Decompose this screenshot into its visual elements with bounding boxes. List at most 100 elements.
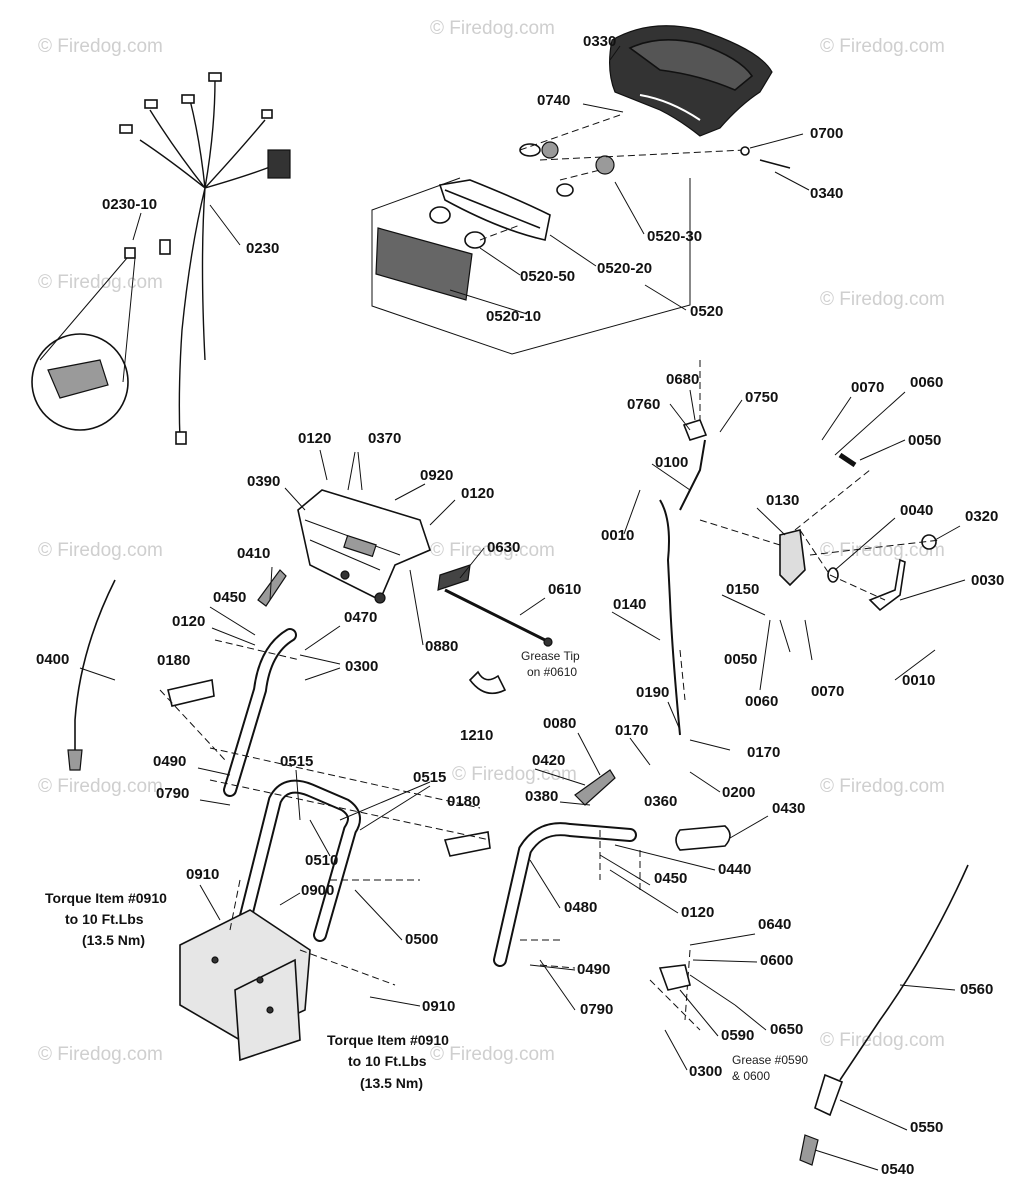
part-label: 0170 bbox=[747, 744, 780, 761]
grease-0590-note-line1: Grease #0590 bbox=[732, 1053, 808, 1067]
fuse-detail-0230-10 bbox=[31, 247, 136, 431]
part-label: 0430 bbox=[772, 800, 805, 817]
exploded-lines-headlight bbox=[479, 114, 746, 241]
spring-0650 bbox=[689, 974, 736, 1006]
torque-bottom-line3: (13.5 Nm) bbox=[360, 1075, 423, 1091]
part-label: 0440 bbox=[718, 861, 751, 878]
part-label: 0010 bbox=[902, 672, 935, 689]
part-label: 0400 bbox=[36, 651, 69, 668]
part-label: 0550 bbox=[910, 1119, 943, 1136]
screw-0340 bbox=[759, 159, 791, 169]
part-label: 0630 bbox=[487, 539, 520, 556]
cable-spring-0400 bbox=[67, 749, 83, 771]
watermark-layer: © Firedog.com © Firedog.com © Firedog.com ©… bbox=[38, 18, 945, 1065]
part-label: 0450 bbox=[654, 870, 687, 887]
part-label: 0560 bbox=[960, 981, 993, 998]
part-label: 0120 bbox=[461, 485, 494, 502]
washer-0040 bbox=[827, 567, 839, 583]
watermark-text: © Firedog.com bbox=[430, 540, 555, 561]
lower-handle-0500 bbox=[238, 779, 361, 942]
knob-0320 bbox=[921, 534, 937, 550]
torque-left-line1: Torque Item #0910 bbox=[45, 890, 167, 906]
part-label: 0360 bbox=[644, 793, 677, 810]
part-label: 0120 bbox=[298, 430, 331, 447]
watermark-text: © Firedog.com bbox=[820, 776, 945, 797]
watermark-text: © Firedog.com bbox=[820, 289, 945, 310]
part-label: 0200 bbox=[722, 784, 755, 801]
headlight-housing-0330 bbox=[609, 25, 773, 137]
part-label: 0520-10 bbox=[486, 308, 541, 325]
link-0100 bbox=[679, 439, 706, 511]
part-label: 0050 bbox=[724, 651, 757, 668]
watermark-text: © Firedog.com bbox=[430, 18, 555, 39]
part-label: 0490 bbox=[153, 753, 186, 770]
spring-0630 bbox=[437, 564, 471, 591]
part-label: 0910 bbox=[422, 998, 455, 1015]
part-label: 0070 bbox=[811, 683, 844, 700]
part-label: 0370 bbox=[368, 430, 401, 447]
part-label: 0390 bbox=[247, 473, 280, 490]
part-label: 0520-50 bbox=[520, 268, 575, 285]
grip-0430 bbox=[675, 825, 731, 851]
part-label: 0640 bbox=[758, 916, 791, 933]
leader-lines bbox=[79, 45, 966, 1171]
watermark-text: © Firedog.com bbox=[38, 36, 163, 57]
grease-tip-0610 bbox=[543, 637, 553, 647]
left-upper-handle-0470 bbox=[223, 628, 297, 797]
part-label: 0420 bbox=[532, 752, 565, 769]
part-label: 0750 bbox=[745, 389, 778, 406]
lever-0410 bbox=[257, 569, 287, 607]
part-label: 0340 bbox=[810, 185, 843, 202]
part-label: 0520-20 bbox=[597, 260, 652, 277]
connector-0540 bbox=[799, 1134, 819, 1166]
part-label: 0920 bbox=[420, 467, 453, 484]
part-label: 0520 bbox=[690, 303, 723, 320]
clip-1210 bbox=[468, 670, 507, 695]
part-label: 0300 bbox=[345, 658, 378, 675]
shaft-0610 bbox=[444, 588, 546, 642]
part-label: 0790 bbox=[156, 785, 189, 802]
part-label: 0610 bbox=[548, 581, 581, 598]
part-label: 0600 bbox=[760, 952, 793, 969]
lever-0420 bbox=[574, 769, 616, 806]
torque-bottom-line1: Torque Item #0910 bbox=[327, 1032, 449, 1048]
part-label: 0740 bbox=[537, 92, 570, 109]
part-label: 0130 bbox=[766, 492, 799, 509]
part-label: 0230-10 bbox=[102, 196, 157, 213]
part-label: 0170 bbox=[615, 722, 648, 739]
dash-panel-0390 bbox=[297, 489, 431, 604]
part-label: 0120 bbox=[172, 613, 205, 630]
cable-guide-0180-right bbox=[443, 831, 491, 857]
part-label: 0180 bbox=[157, 652, 190, 669]
part-label: 0900 bbox=[301, 882, 334, 899]
watermark-text: © Firedog.com bbox=[820, 36, 945, 57]
watermark-text: © Firedog.com bbox=[38, 1044, 163, 1065]
part-label: 0060 bbox=[910, 374, 943, 391]
part-label: 0150 bbox=[726, 581, 759, 598]
part-label: 0180 bbox=[447, 793, 480, 810]
part-label: 0040 bbox=[900, 502, 933, 519]
part-label: 0410 bbox=[237, 545, 270, 562]
watermark-text: © Firedog.com bbox=[430, 1044, 555, 1065]
grease-tip-note-line1: Grease Tip bbox=[521, 649, 580, 663]
part-label: 0140 bbox=[613, 596, 646, 613]
part-label: 0100 bbox=[655, 454, 688, 471]
part-label: 0540 bbox=[881, 1161, 914, 1178]
part-label: 0790 bbox=[580, 1001, 613, 1018]
part-label: 0060 bbox=[745, 693, 778, 710]
part-label: 0330 bbox=[583, 33, 616, 50]
part-label: 0880 bbox=[425, 638, 458, 655]
part-label: 0230 bbox=[246, 240, 279, 257]
part-label: 0070 bbox=[851, 379, 884, 396]
cable-0560 bbox=[839, 864, 969, 1081]
part-label: 0470 bbox=[344, 609, 377, 626]
part-label: 0030 bbox=[971, 572, 1004, 589]
part-label: 0510 bbox=[305, 852, 338, 869]
part-label: 0450 bbox=[213, 589, 246, 606]
bracket-0130 bbox=[779, 529, 806, 587]
wire-harness-0230 bbox=[119, 72, 291, 445]
right-upper-handle-0480 bbox=[493, 822, 637, 967]
handle-base-plates bbox=[179, 909, 311, 1062]
